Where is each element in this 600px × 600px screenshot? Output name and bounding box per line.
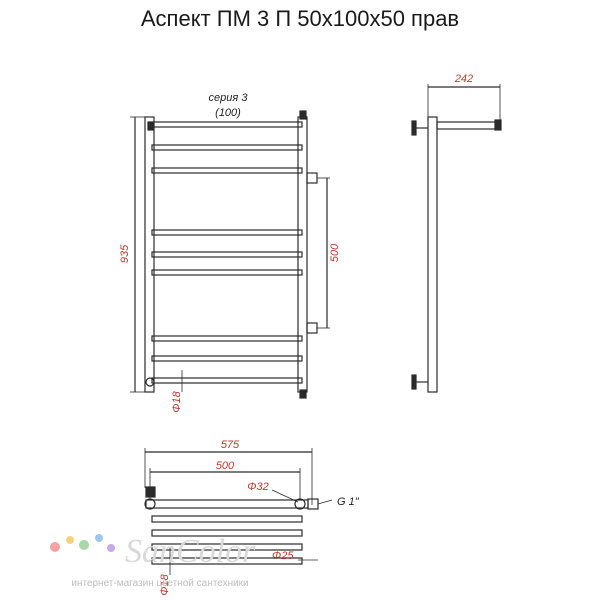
- thread-label: G 1": [337, 496, 360, 508]
- connection-dimension: 500: [329, 243, 341, 262]
- inner-dimension: 500: [216, 460, 235, 472]
- width-dimension: 575: [221, 439, 240, 451]
- watermark-dots: [50, 534, 115, 552]
- top-view-bar: [145, 499, 309, 509]
- upper-connection: [306, 172, 318, 184]
- series-label: серия 3: [209, 92, 249, 104]
- watermark-logo: SanColor: [125, 533, 256, 570]
- page-title: Аспект ПМ 3 П 50х100х50 прав: [140, 6, 460, 31]
- front-view: [130, 110, 330, 399]
- left-top-cap: [147, 121, 154, 131]
- top-bar: [151, 121, 303, 128]
- lower-bracket: [411, 374, 417, 390]
- top-cap: [299, 110, 307, 120]
- rung: [151, 167, 303, 174]
- series-value: (100): [215, 107, 241, 119]
- lower-connection: [306, 322, 318, 334]
- top-view-rung: [151, 529, 303, 537]
- rung: [151, 335, 303, 342]
- top-view-rung: [151, 557, 303, 565]
- rung: [151, 144, 303, 151]
- top-view-rung: [151, 543, 303, 551]
- thread-fitting: [307, 498, 319, 510]
- right-pipe: [294, 498, 306, 510]
- watermark-tagline: интернет-магазин цветной сантехники: [71, 578, 248, 589]
- depth-dimension: 242: [454, 73, 473, 85]
- watermark-dot: [107, 544, 115, 552]
- top-tube-dimension: Φ18: [159, 573, 171, 595]
- rung: [151, 229, 303, 236]
- side-view: [411, 84, 502, 393]
- left-rail: [144, 116, 155, 393]
- top-view-rung: [151, 515, 303, 523]
- top-view: [144, 448, 333, 575]
- watermark: SanColor интернет-магазин цветной сантех…: [50, 533, 256, 589]
- height-dimension: 935: [119, 244, 131, 263]
- tube-end: [145, 377, 155, 387]
- side-rail: [427, 116, 438, 393]
- rung: [151, 269, 303, 276]
- left-pipe: [144, 498, 156, 510]
- watermark-dot: [95, 534, 103, 542]
- watermark-dot: [50, 542, 60, 552]
- pipe-dimension: Φ32: [247, 481, 268, 493]
- rung: [151, 377, 303, 384]
- rung: [151, 355, 303, 362]
- front-tube-dimension: Φ18: [171, 390, 183, 412]
- left-top-fitting: [145, 486, 156, 498]
- small-pipe-dimension: Φ25: [272, 550, 294, 562]
- side-top-shelf: [436, 121, 501, 130]
- upper-bracket: [411, 120, 417, 136]
- bottom-cap: [299, 389, 307, 399]
- rung: [151, 251, 303, 258]
- watermark-dot: [79, 540, 89, 550]
- watermark-dot: [66, 536, 74, 544]
- rungs: [151, 144, 303, 384]
- side-shelf-cap: [494, 119, 502, 131]
